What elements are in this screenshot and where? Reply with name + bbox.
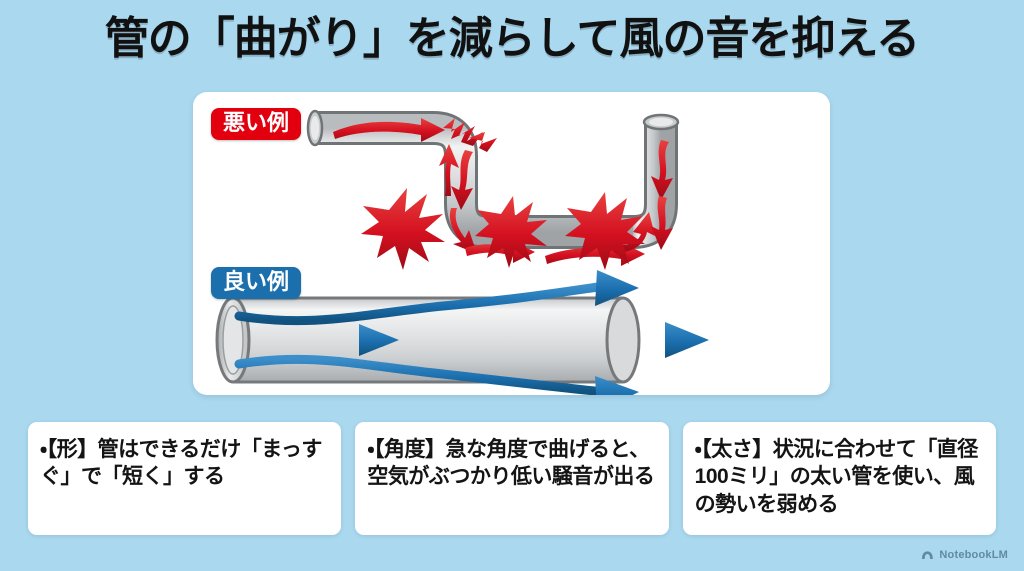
tip-card-angle-text: ・【角度】急な角度で曲げると、空気がぶつかり低い騒音が出る xyxy=(367,438,655,489)
notebooklm-icon xyxy=(922,550,934,559)
tip-card-thickness: ・【太さ】状況に合わせて「直径100ミリ」の太い管を使い、風の勢いを弱める xyxy=(682,422,996,535)
tip-card-shape-text: ・【形】管はできるだけ「まっすぐ」で「短く」する xyxy=(40,438,322,489)
diagram-panel: 悪い例 良い例 xyxy=(193,92,830,395)
watermark-label: NotebookLM xyxy=(939,549,1008,561)
pipe-diagram-svg xyxy=(215,109,709,395)
tip-card-thickness-text: ・【太さ】状況に合わせて「直径100ミリ」の太い管を使い、風の勢いを弱める xyxy=(694,438,979,516)
badge-bad-example: 悪い例 xyxy=(211,108,302,141)
page-title: 管の「曲がり」を減らして風の音を抑える xyxy=(104,14,920,63)
tips-card-list: ・【形】管はできるだけ「まっすぐ」で「短く」する ・【角度】急な角度で曲げると、… xyxy=(28,422,996,535)
badge-good-example: 良い例 xyxy=(211,267,302,300)
tip-card-angle: ・【角度】急な角度で曲げると、空気がぶつかり低い騒音が出る xyxy=(355,422,669,535)
bad-example-burst-marks xyxy=(361,188,645,270)
bad-example-flow-arrows xyxy=(333,118,673,266)
watermark: NotebookLM xyxy=(921,549,1008,561)
good-example-flow-arrows xyxy=(234,270,709,395)
tip-card-shape: ・【形】管はできるだけ「まっすぐ」で「短く」する xyxy=(28,422,342,535)
